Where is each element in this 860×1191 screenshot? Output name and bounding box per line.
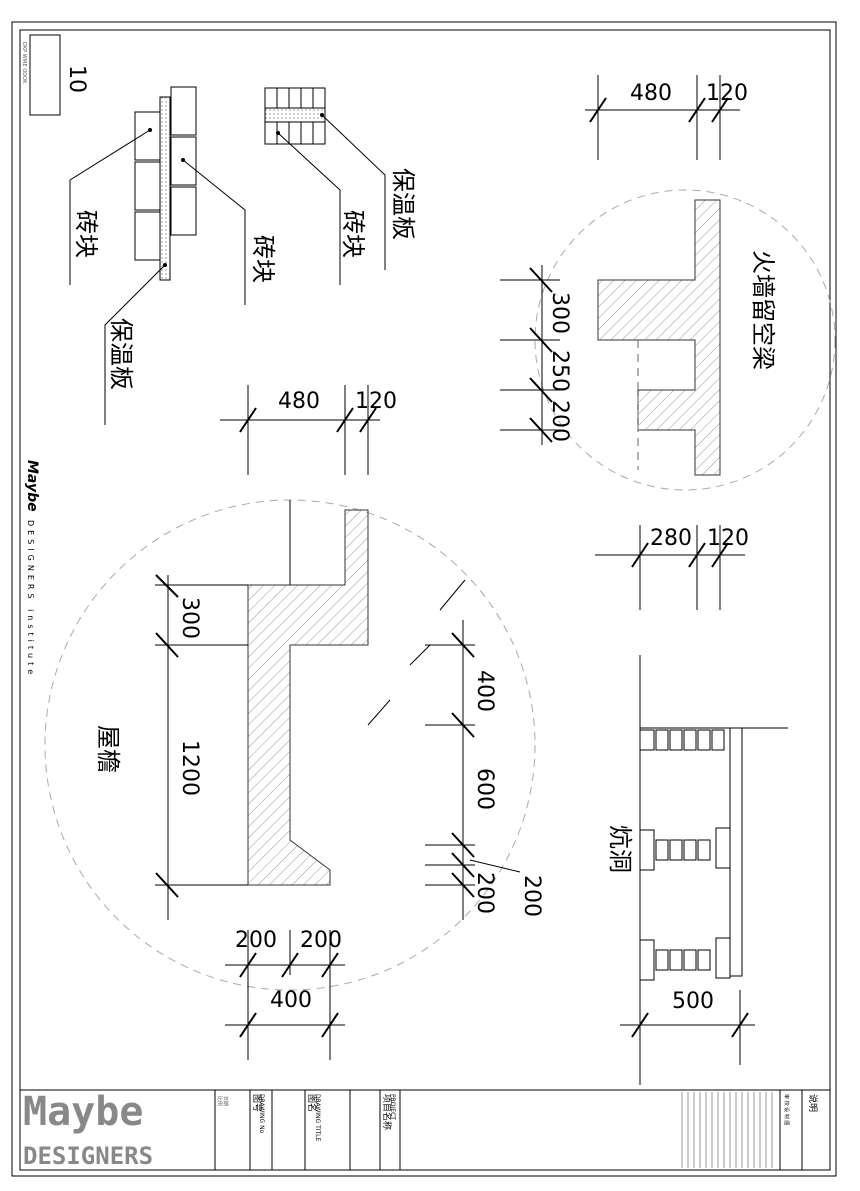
dim-eave-r4: 200 <box>519 875 544 917</box>
dim-mid-left-a: 480 <box>278 389 320 414</box>
sheet-frame <box>11 21 837 1177</box>
tb-drawing-no-label: DRAWING No <box>258 1094 265 1134</box>
dim-mid-left: 480 120 <box>220 385 397 475</box>
label-brick-3: 砖块 <box>339 210 367 258</box>
dim-fw-v3: 200 <box>547 400 572 442</box>
label-kang-cave: 炕洞 <box>606 825 634 873</box>
dim-kang-b: 120 <box>707 526 749 551</box>
title-block: 比例 日期 DRAWING No 图号 DRAWING TITLE 图名 PRO… <box>23 1089 819 1170</box>
tb-drawing-title-label: DRAWING TITLE <box>314 1094 321 1142</box>
dim-fw-v2: 250 <box>547 350 572 392</box>
brand-line2: DESIGNERS <box>23 1142 153 1170</box>
eave-detail: 300 1200 屋檐 400 600 200 200 200 200 <box>44 499 544 1060</box>
tb-drawing-title-cn: 图名 <box>306 1094 318 1112</box>
kang-cave-detail: 280 120 炕洞 500 <box>595 525 788 1085</box>
dim-eave-r3: 200 <box>472 872 497 914</box>
dim-top-right: 480 120 <box>585 75 748 160</box>
sheet-number-box: 10 DKP WIRE ODOK <box>21 34 89 116</box>
dim-mid-left-b: 120 <box>355 389 397 414</box>
label-insulation-2: 保温板 <box>107 318 135 390</box>
brick-insulation-detail-top <box>264 87 386 285</box>
brand-line1: Maybe <box>23 1089 143 1135</box>
dim-eave-v1: 300 <box>177 597 202 639</box>
dim-eave-b3: 400 <box>270 988 312 1013</box>
dim-eave-b2: 200 <box>300 928 342 953</box>
dim-eave-v2: 1200 <box>177 740 202 796</box>
side-brand-sub: DESIGNERS institute <box>26 520 35 678</box>
tb-small-b: 日期 <box>222 1096 228 1106</box>
side-brand-main: Maybe <box>24 460 40 512</box>
dim-top-right-a: 480 <box>630 81 672 106</box>
tb-small-a: 比例 <box>216 1096 223 1106</box>
label-brick-1: 砖块 <box>72 210 100 258</box>
dim-eave-r1: 400 <box>472 670 497 712</box>
tb-notes-cn: 说明 <box>807 1094 819 1112</box>
sheet-number: 10 <box>64 65 89 93</box>
tb-drawing-no-cn: 图号 <box>251 1094 262 1112</box>
firewall-beam-detail: 300 250 200 火墙留空梁 <box>500 189 836 491</box>
stamp-text: DKP WIRE ODOK <box>21 42 27 84</box>
dim-kang-a: 280 <box>650 526 692 551</box>
tb-project-cn: 项目名称 <box>381 1094 393 1130</box>
tb-project-label: PROJECT <box>389 1094 396 1120</box>
dim-eave-r2: 600 <box>472 768 497 810</box>
dim-fw-v1: 300 <box>547 292 572 334</box>
dim-top-right-b: 120 <box>706 81 748 106</box>
label-brick-2: 砖块 <box>249 235 277 283</box>
brick-insulation-detail-left <box>69 86 246 425</box>
label-firewall-beam: 火墙留空梁 <box>749 250 777 370</box>
side-brand: Maybe DESIGNERS institute <box>24 460 40 678</box>
dim-kang-c: 500 <box>672 989 714 1014</box>
label-eave: 屋檐 <box>94 725 122 773</box>
label-insulation-1: 保温板 <box>389 168 417 240</box>
tb-signoff: 审 校 设 制 图 <box>783 1094 790 1125</box>
dim-eave-b1: 200 <box>235 928 277 953</box>
